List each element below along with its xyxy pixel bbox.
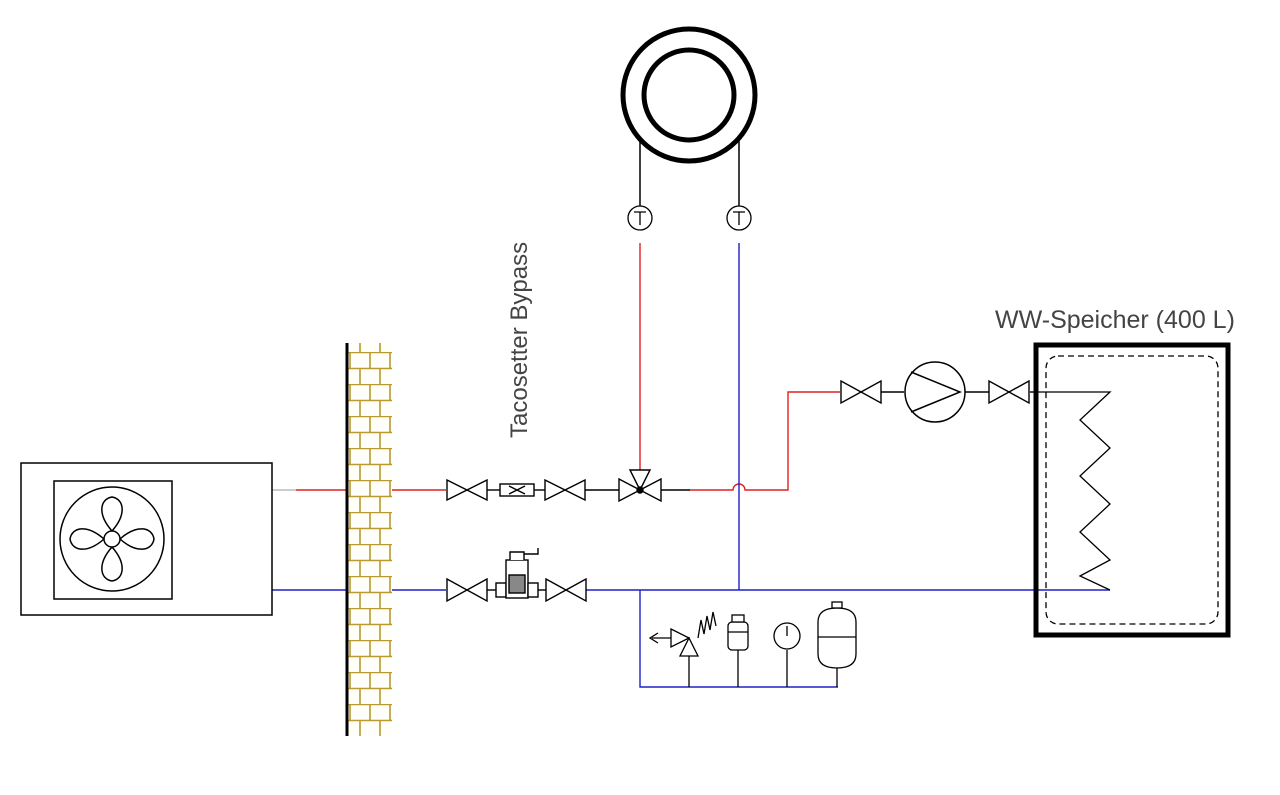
storage-tank-label: WW-Speicher (400 L): [995, 306, 1235, 334]
pressure-gauge-icon: [773, 622, 801, 687]
thermometer-icon: [627, 205, 653, 231]
ball-valve-icon: [446, 478, 488, 502]
coil-heat-exchanger-icon: [1030, 391, 1112, 591]
air-vent-icon: [727, 614, 749, 687]
brick-wall-icon: [345, 343, 392, 736]
fan-icon: [59, 486, 165, 592]
flow-meter-icon: [499, 483, 535, 497]
ball-valve-icon: [446, 577, 488, 603]
storage-tank: [1033, 342, 1231, 638]
ball-valve-icon: [840, 379, 882, 405]
ball-valve-icon: [988, 379, 1030, 405]
heat-pump-unit-icon: [20, 462, 273, 616]
heating-circuit-icon: [620, 26, 758, 206]
bypass-label: Tacosetter Bypass: [506, 242, 533, 438]
safety-valve-icon: [648, 611, 717, 687]
return-pipe-safety-group: [639, 590, 838, 688]
dirt-separator-icon: [495, 548, 539, 599]
three-way-valve-icon: [618, 469, 662, 503]
pump-icon: [904, 361, 966, 423]
return-pipes: [272, 243, 1110, 688]
ball-valve-icon: [544, 478, 586, 502]
supply-pipe-to-storage: [690, 391, 840, 491]
thermometer-icon: [726, 205, 752, 231]
ball-valve-icon: [545, 577, 587, 603]
expansion-vessel-icon: [817, 601, 857, 687]
